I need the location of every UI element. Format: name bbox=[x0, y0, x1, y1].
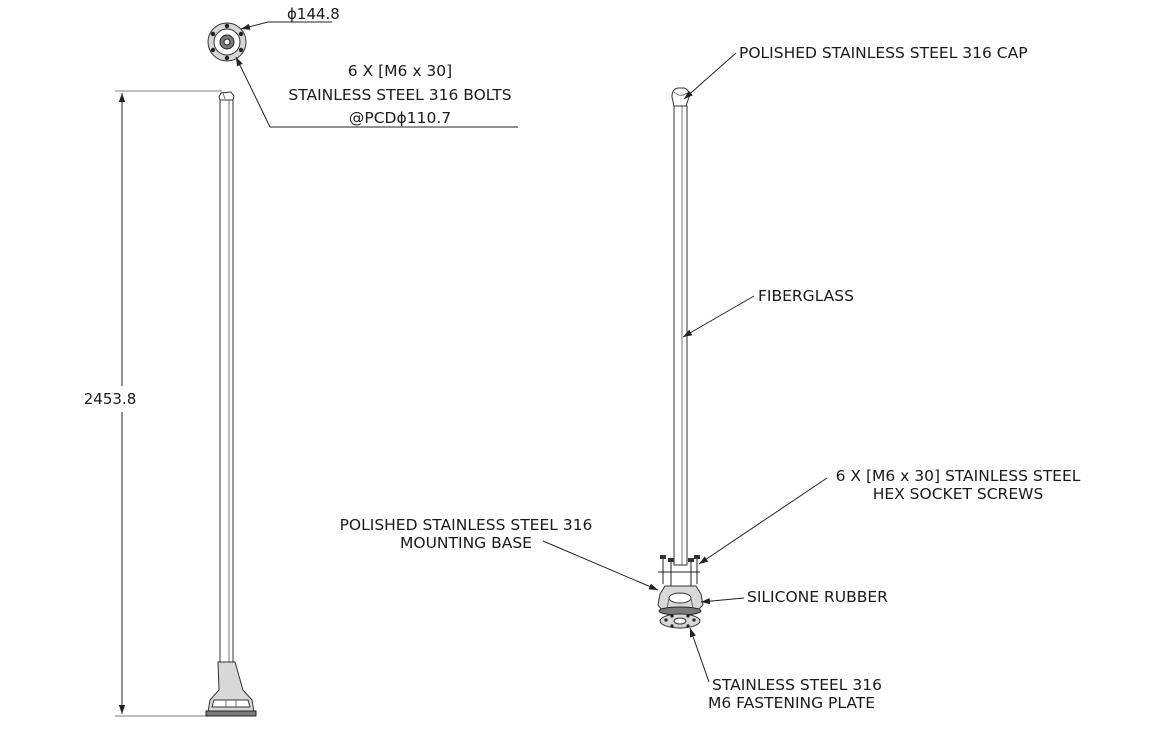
top-view-bolt-hole bbox=[238, 47, 244, 53]
bolts-label-line2: STAINLESS STEEL 316 BOLTS bbox=[288, 86, 511, 104]
hex-socket-screws bbox=[658, 555, 700, 586]
base-label-line1: POLISHED STAINLESS STEEL 316 bbox=[340, 516, 593, 534]
plate-label-line1: STAINLESS STEEL 316 bbox=[712, 676, 882, 694]
base-label-line2: MOUNTING BASE bbox=[400, 534, 532, 552]
rubber-leader bbox=[700, 597, 745, 605]
height-dimension-text: 2453.8 bbox=[84, 390, 137, 408]
plate-leader bbox=[689, 627, 710, 683]
plate-hole bbox=[692, 618, 696, 622]
top-view-bolt-hole bbox=[210, 47, 216, 53]
pcd-prefix: @PCD bbox=[349, 109, 397, 127]
plate-hole bbox=[686, 614, 690, 618]
top-view-bolt-hole bbox=[210, 31, 216, 37]
plate-hole bbox=[670, 624, 674, 628]
screw-head bbox=[688, 558, 694, 562]
top-view-bolt-hole bbox=[224, 23, 230, 29]
top-view-bolt-hole bbox=[224, 55, 230, 61]
screws-label-line1: 6 X [M6 x 30] STAINLESS STEEL bbox=[836, 467, 1081, 485]
front-cap bbox=[218, 91, 235, 101]
rubber-label: SILICONE RUBBER bbox=[747, 588, 888, 606]
pcd-symbol: ϕ bbox=[397, 109, 407, 127]
screw-head bbox=[694, 555, 700, 559]
exploded-base-rib-2 bbox=[690, 597, 694, 610]
cap-label: POLISHED STAINLESS STEEL 316 CAP bbox=[739, 44, 1028, 62]
front-fastening-plate bbox=[205, 710, 257, 717]
fiberglass-leader bbox=[682, 295, 755, 338]
exploded-base-top bbox=[668, 592, 692, 604]
pcd-value: 110.7 bbox=[407, 109, 451, 127]
screw-head bbox=[668, 558, 674, 562]
fiberglass-label: FIBERGLASS bbox=[758, 287, 854, 305]
front-base-band bbox=[211, 699, 251, 708]
top-view: ϕ144.8 6 X [M6 x 30] STAINLESS STEEL 316… bbox=[207, 5, 518, 128]
diameter-label: ϕ144.8 bbox=[287, 5, 340, 23]
screws-leader bbox=[698, 477, 828, 565]
bolts-leader bbox=[235, 56, 271, 128]
exploded-view: POLISHED STAINLESS STEEL 316 CAP FIBERGL… bbox=[340, 44, 1081, 712]
screws-label-line2: HEX SOCKET SCREWS bbox=[873, 485, 1044, 503]
screw-head bbox=[660, 555, 666, 559]
front-view: 2453.8 bbox=[84, 90, 257, 717]
plate-hole bbox=[664, 618, 668, 622]
diameter-symbol: ϕ bbox=[287, 5, 297, 23]
bolts-label-line3: @PCDϕ110.7 bbox=[349, 109, 451, 127]
plate-label-line2: M6 FASTENING PLATE bbox=[708, 694, 875, 712]
diameter-leader bbox=[240, 21, 269, 30]
top-view-center-hole bbox=[223, 38, 231, 46]
exploded-base-rib bbox=[666, 597, 670, 610]
cap-leader bbox=[683, 52, 737, 100]
diameter-value: 144.8 bbox=[297, 5, 340, 23]
front-pole bbox=[219, 99, 234, 663]
top-view-bolt-hole bbox=[238, 31, 244, 37]
front-cap-detail bbox=[222, 92, 226, 100]
plate-hole bbox=[686, 624, 690, 628]
plate-hole bbox=[670, 614, 674, 618]
exploded-plate-center bbox=[673, 617, 687, 625]
bolts-label-line1: 6 X [M6 x 30] bbox=[348, 62, 452, 80]
base-leader bbox=[542, 540, 659, 591]
